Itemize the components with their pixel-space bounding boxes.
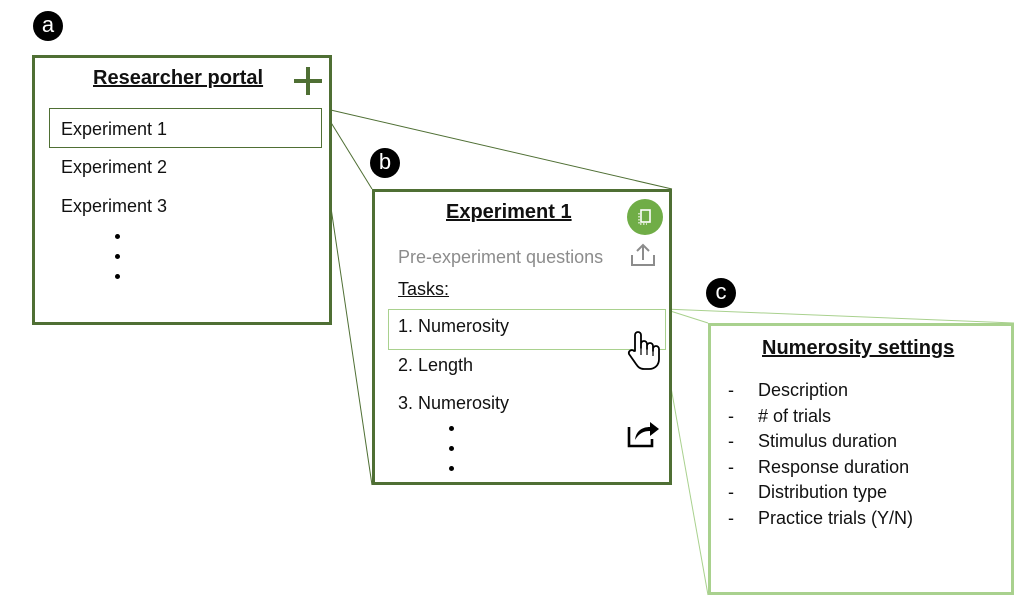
plus-icon[interactable] bbox=[293, 66, 323, 96]
setting-description: Description bbox=[758, 380, 849, 400]
settings-title: Numerosity settings bbox=[762, 337, 955, 359]
badge-c: c bbox=[706, 278, 736, 308]
task-item-1[interactable]: 1. Numerosity bbox=[398, 316, 510, 336]
upload-icon[interactable] bbox=[629, 241, 657, 269]
setting-response-duration: Response duration bbox=[758, 457, 910, 477]
researcher-portal-panel: Researcher portal Experiment 1 Experimen… bbox=[32, 55, 332, 325]
badge-a: a bbox=[33, 11, 63, 41]
selected-task-highlight[interactable] bbox=[388, 309, 666, 350]
bullet-dash: - bbox=[728, 508, 734, 528]
setting-num-trials: # of trials bbox=[758, 406, 832, 426]
badge-b: b bbox=[370, 148, 400, 178]
setting-stimulus-duration: Stimulus duration bbox=[758, 431, 898, 451]
setting-practice-trials: Practice trials (Y/N) bbox=[758, 508, 914, 528]
connector-line bbox=[321, 107, 673, 190]
pre-experiment-questions[interactable]: Pre-experiment questions bbox=[398, 247, 604, 267]
ellipsis-dot bbox=[449, 426, 454, 431]
ellipsis-dot bbox=[115, 254, 120, 259]
bullet-dash: - bbox=[728, 431, 734, 451]
share-icon[interactable] bbox=[626, 417, 662, 449]
bullet-dash: - bbox=[728, 380, 734, 400]
setting-distribution-type: Distribution type bbox=[758, 482, 888, 502]
ellipsis-dot bbox=[115, 274, 120, 279]
ellipsis-dot bbox=[115, 234, 120, 239]
copy-icon[interactable] bbox=[626, 198, 664, 236]
ellipsis-dot bbox=[449, 446, 454, 451]
bullet-dash: - bbox=[728, 406, 734, 426]
task-item-3[interactable]: 3. Numerosity bbox=[398, 393, 510, 413]
experiment-item-3[interactable]: Experiment 3 bbox=[61, 196, 168, 216]
numerosity-settings-panel: Numerosity settings - Description - # of… bbox=[708, 323, 1014, 595]
ellipsis-dot bbox=[449, 466, 454, 471]
task-item-2[interactable]: 2. Length bbox=[398, 355, 474, 375]
bullet-dash: - bbox=[728, 482, 734, 502]
experiment-item-1[interactable]: Experiment 1 bbox=[61, 119, 168, 139]
hand-pointer-icon bbox=[625, 329, 661, 371]
tasks-label: Tasks: bbox=[398, 279, 450, 299]
bullet-dash: - bbox=[728, 457, 734, 477]
researcher-portal-title: Researcher portal bbox=[93, 67, 264, 89]
experiment-title: Experiment 1 bbox=[446, 201, 572, 223]
experiment-panel: Experiment 1 Pre-experiment questions Ta… bbox=[372, 189, 672, 485]
selected-experiment-highlight[interactable] bbox=[49, 108, 322, 148]
connector-line bbox=[663, 308, 1015, 324]
experiment-item-2[interactable]: Experiment 2 bbox=[61, 157, 168, 177]
